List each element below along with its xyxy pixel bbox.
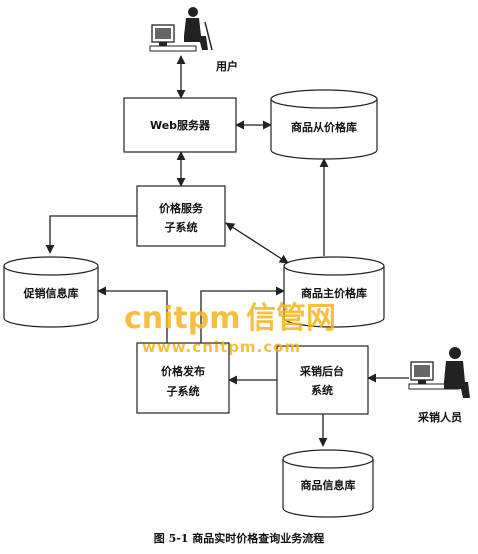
connectors [45,55,409,447]
watermark-url: www.cnitpm.com [142,338,301,356]
product-slave-price-db-label: 商品从价格库 [291,120,357,134]
price-publish-box [136,342,230,414]
user-label: 用户 [216,59,238,73]
price-service-label-1: 价格服务 [159,201,204,215]
price-service-box [136,185,226,247]
price-publish-label-1: 价格发布 [161,364,205,378]
price-publish-label-2: 子系统 [167,384,200,398]
watermark-brand-cn: 信管网 [246,301,336,336]
promotion-db-label: 促销信息库 [23,286,79,300]
arrow-publish-master [200,286,285,343]
promotion-db [3,256,99,328]
web-server-box [123,97,237,153]
purchaser-computer-icon [408,347,470,398]
product-info-db [282,449,374,518]
purchase-backend-label-1: 采销后台 [299,364,344,378]
purchase-backend-box [276,345,369,415]
arrow-price-service-promotion [45,215,137,254]
watermark: cnitpm 信管网 www.cnitpm.com [124,301,336,356]
user-computer-icon [149,7,213,52]
price-service-label-2: 子系统 [165,220,198,234]
figure-caption: 图 5-1 商品实时价格查询业务流程 [154,531,325,545]
product-master-price-db-label: 商品主价格库 [301,286,367,300]
product-slave-price-db [270,89,378,160]
web-server-label: Web服务器 [150,118,211,132]
watermark-brand: cnitpm [124,301,241,336]
purchaser-label: 采销人员 [417,410,462,424]
arrow-publish-promotion [97,286,168,343]
product-info-db-label: 商品信息库 [301,478,356,492]
purchase-backend-label-2: 系统 [311,383,333,397]
product-master-price-db [283,256,385,328]
arrow-price-service-master-db [225,222,289,264]
